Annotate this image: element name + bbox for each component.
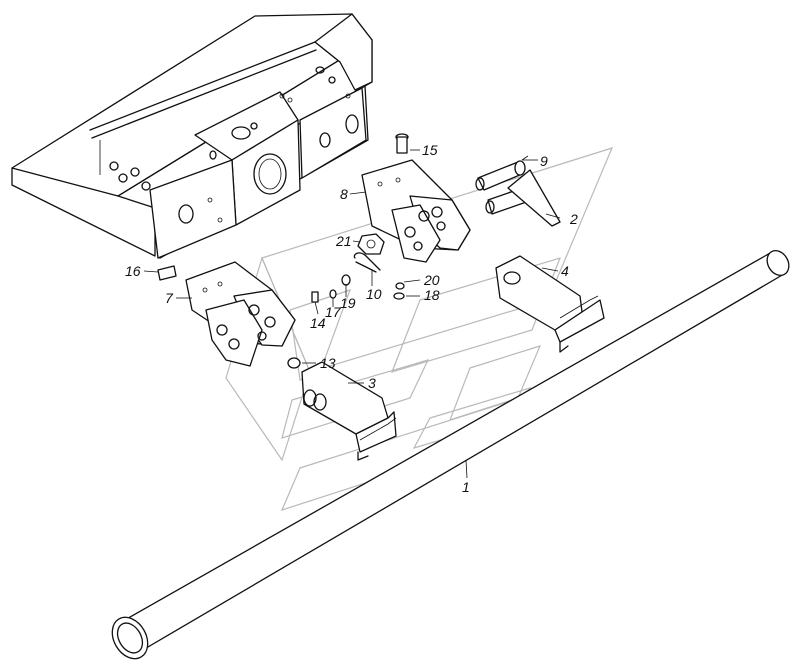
bracket-8 (361, 159, 471, 263)
callout-15: 15 (422, 142, 438, 158)
bolt-15 (395, 133, 409, 154)
callout-14: 14 (310, 315, 326, 331)
callout-20: 20 (423, 272, 440, 288)
callout-19: 19 (340, 295, 356, 311)
callout-10: 10 (366, 286, 382, 302)
callout-labels: 1 2 3 4 7 8 9 10 13 14 15 16 17 18 19 20… (125, 142, 578, 495)
callout-8: 8 (340, 186, 348, 202)
callout-18: 18 (424, 287, 440, 303)
callout-4: 4 (561, 263, 569, 279)
nut-21 (357, 233, 385, 255)
pin-2 (485, 169, 561, 227)
tube-1 (111, 250, 790, 660)
callout-21: 21 (335, 233, 352, 249)
callout-13: 13 (320, 355, 336, 371)
callout-9: 9 (540, 153, 548, 169)
frame-crossmember (11, 13, 373, 259)
callout-16: 16 (125, 263, 141, 279)
plate-3 (301, 361, 397, 461)
callout-3: 3 (368, 375, 376, 391)
plate-4 (495, 255, 605, 353)
callout-17: 17 (325, 304, 342, 320)
pin-9 (475, 155, 529, 191)
callout-1: 1 (462, 479, 470, 495)
bracket-7 (185, 261, 296, 367)
callout-7: 7 (165, 290, 174, 306)
leader-lines (143, 149, 561, 479)
callout-2: 2 (569, 211, 578, 227)
